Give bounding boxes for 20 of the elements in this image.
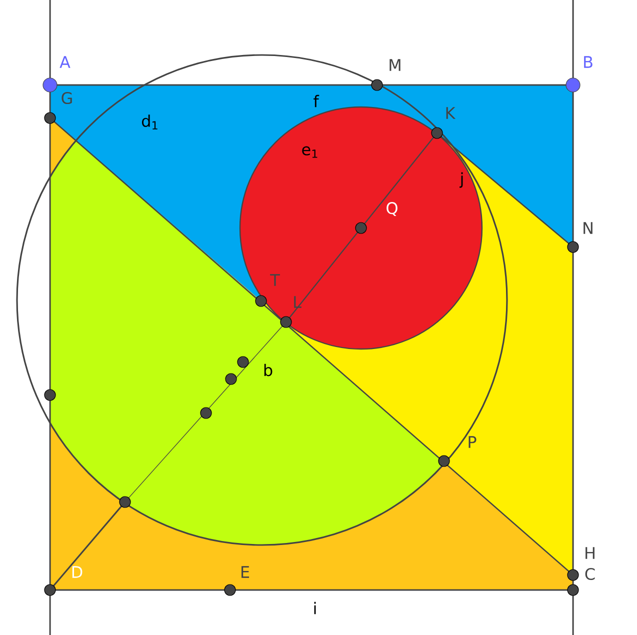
point-label: P: [468, 436, 476, 448]
point-label: i: [314, 602, 316, 614]
point-label: T: [270, 274, 280, 286]
point-label: f: [314, 94, 320, 108]
point-label: B: [584, 56, 592, 68]
point-label: M: [390, 59, 400, 71]
point-label: K: [446, 107, 456, 119]
point-label: b: [264, 364, 272, 376]
point-label: H: [586, 547, 594, 559]
point-label: A: [60, 56, 70, 68]
point-label: Q: [386, 202, 398, 216]
point-label: D: [72, 566, 82, 578]
point-label: E: [242, 566, 250, 578]
point-label: G: [62, 92, 72, 104]
point-label: j: [460, 172, 463, 188]
point-label: d$_{1}$: [142, 114, 158, 130]
point-label: N: [584, 222, 592, 234]
point-label: L: [294, 296, 302, 308]
point-label: e$_{1}$: [302, 146, 318, 158]
point-label: C: [585, 568, 595, 580]
